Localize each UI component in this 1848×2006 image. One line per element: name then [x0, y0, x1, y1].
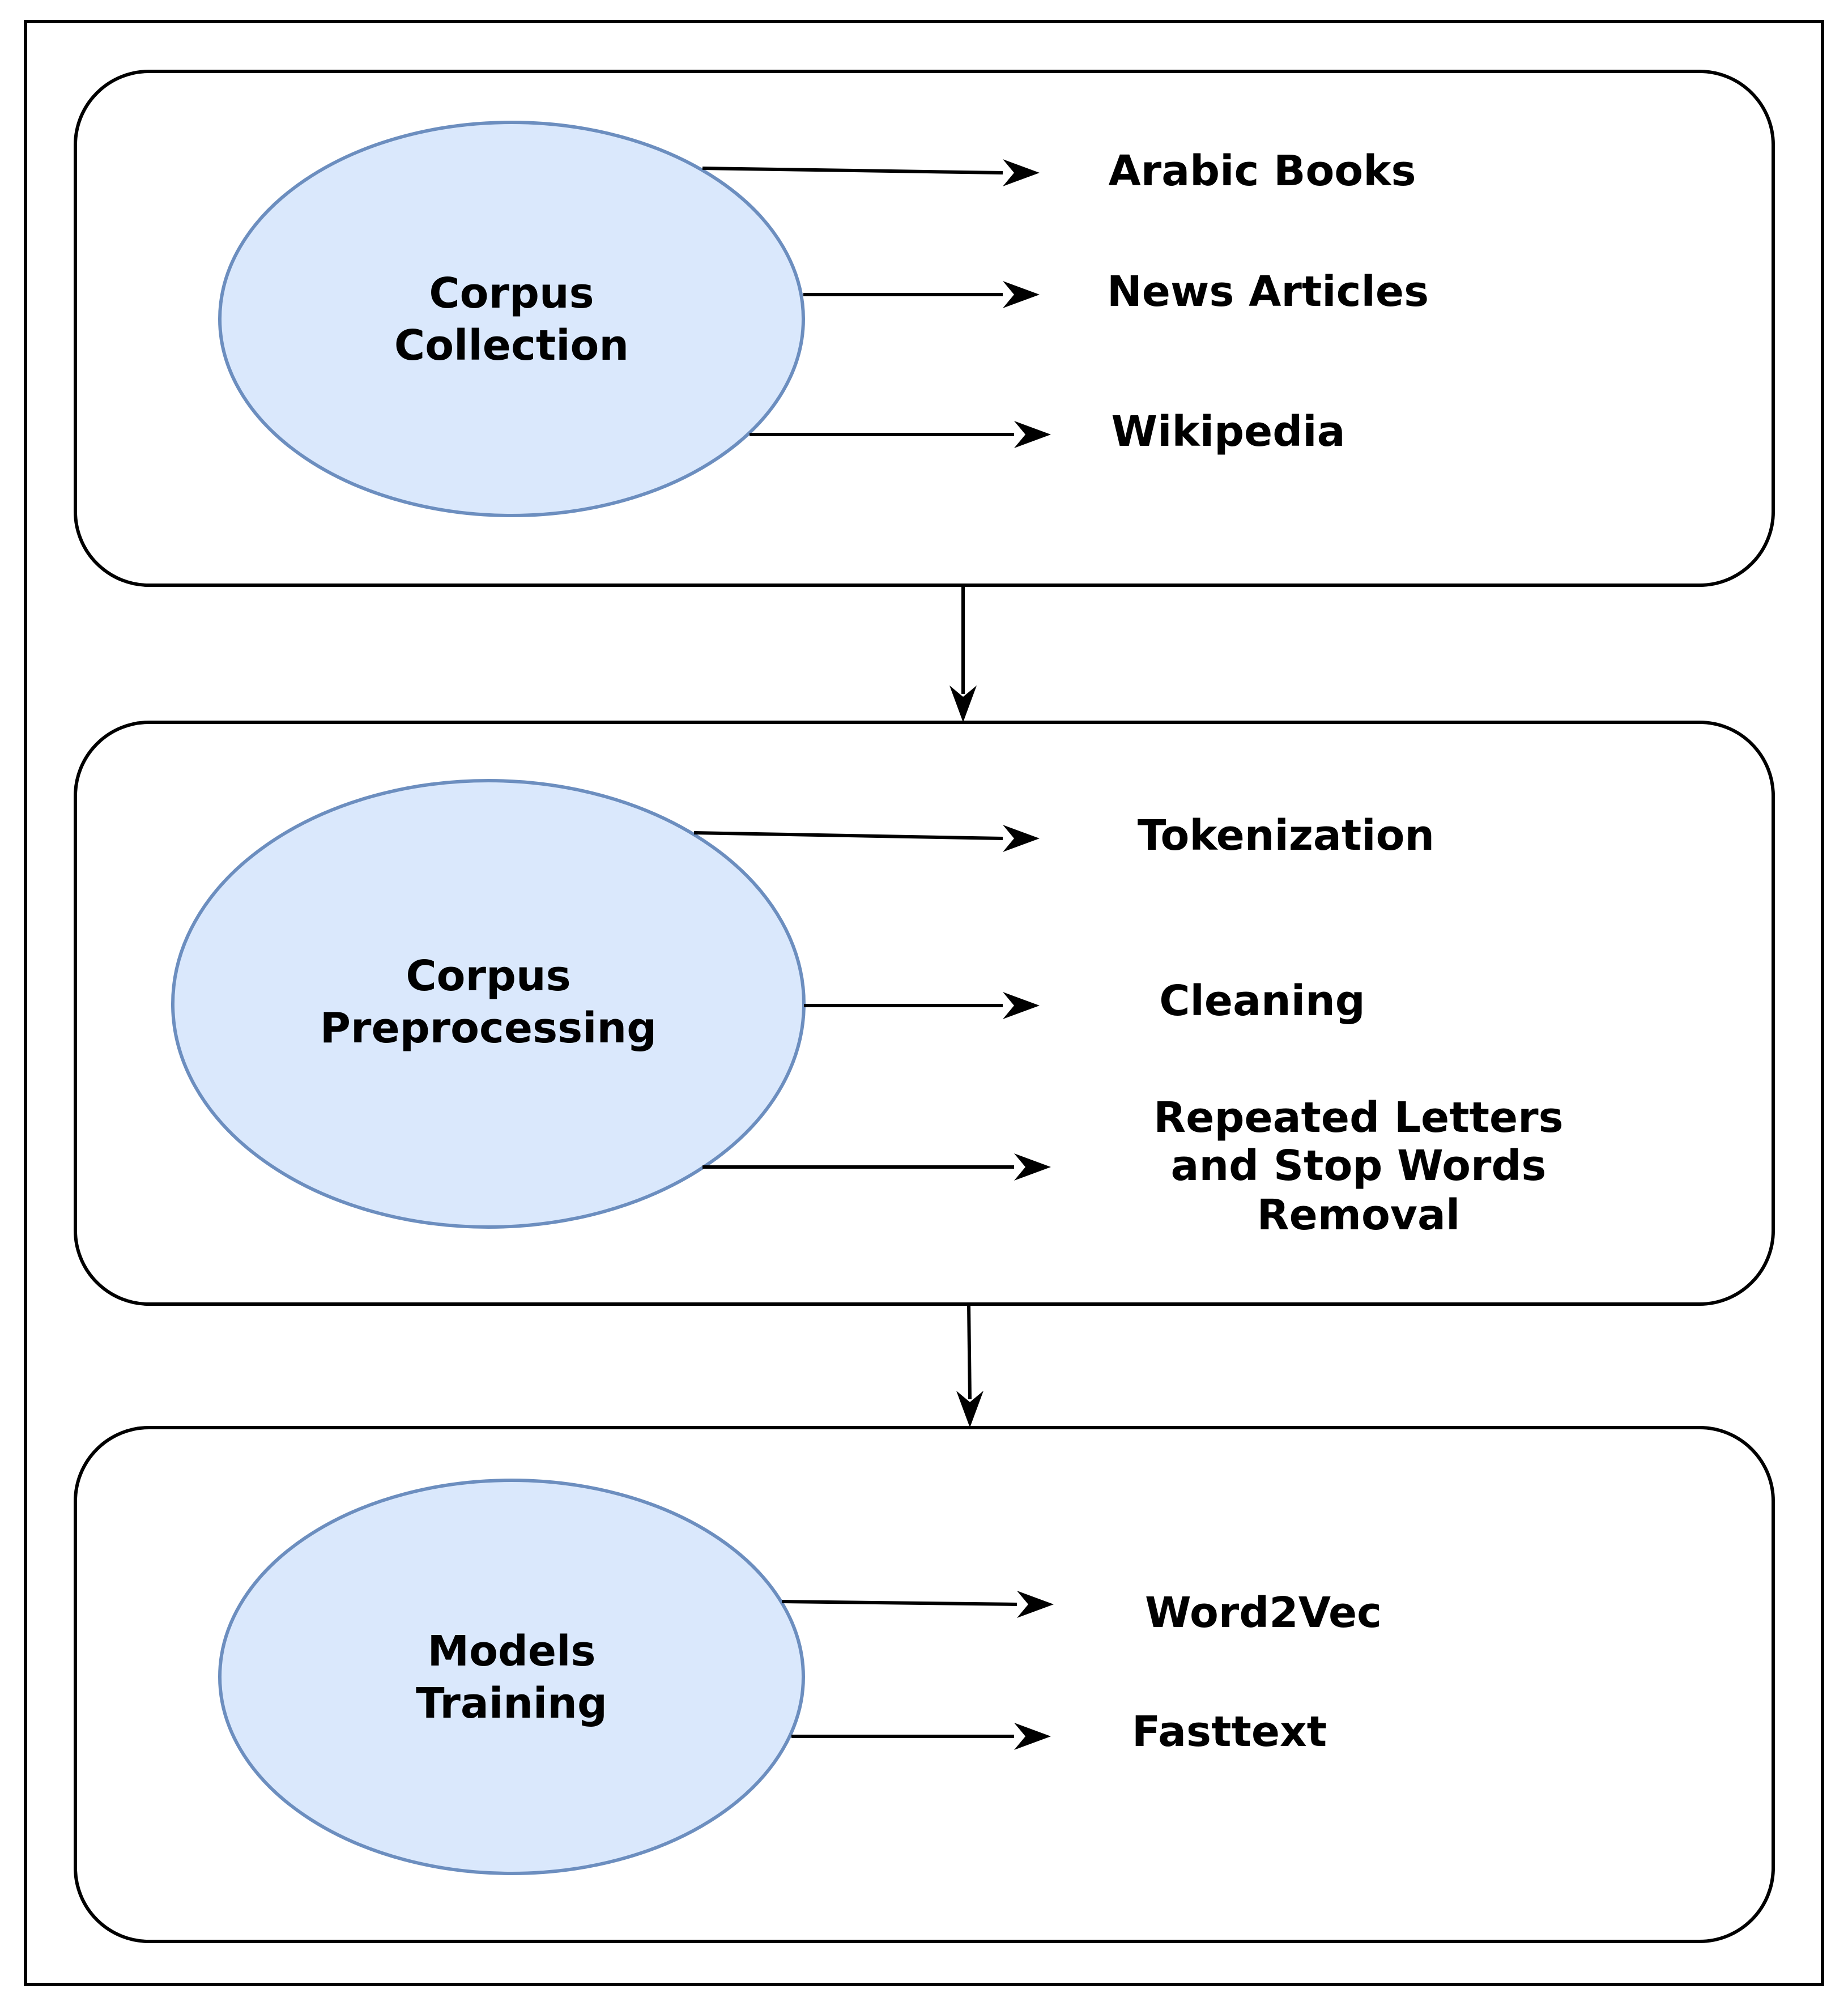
item-label-news-articles: News Articles [1107, 267, 1429, 316]
stage-corpus-preprocessing: Corpus Preprocessing Tokenization Cleani… [74, 721, 1775, 1306]
node-label-line: Collection [394, 321, 629, 370]
item-label-cleaning: Cleaning [1159, 977, 1365, 1025]
corpus-collection-node [218, 121, 805, 517]
edge-arrow [693, 831, 1003, 840]
arrowhead-icon [1014, 421, 1051, 448]
models-training-node [218, 1479, 805, 1875]
arrowhead-icon [1003, 281, 1040, 308]
arrowhead-icon [1014, 1153, 1051, 1181]
item-label-line: and Stop Words [1171, 1142, 1547, 1190]
arrowhead-icon [1003, 825, 1040, 852]
node-label-line: Training [416, 1679, 607, 1728]
item-label-line: Repeated Letters [1153, 1093, 1563, 1142]
arrowhead-icon [949, 685, 977, 722]
item-label-word2vec: Word2Vec [1145, 1588, 1382, 1637]
arrowhead-icon [1003, 992, 1040, 1019]
item-label-line: Removal [1257, 1191, 1460, 1240]
arrowhead-icon [956, 1391, 983, 1428]
node-label-line: Corpus [406, 952, 570, 1000]
edge-arrow [781, 1600, 1017, 1606]
node-label-line: Models [427, 1627, 595, 1676]
stage-connector [967, 1304, 972, 1400]
stage-corpus-collection: Corpus Collection Arabic Books News Arti… [74, 70, 1775, 587]
item-label-fasttext: Fasttext [1132, 1707, 1327, 1756]
node-label-line: Preprocessing [320, 1004, 657, 1053]
item-label-tokenization: Tokenization [1138, 811, 1434, 860]
arrowhead-icon [1017, 1591, 1054, 1618]
arrowhead-icon [1003, 159, 1040, 186]
node-label-line: Corpus [429, 269, 594, 318]
stage-models-training: Models Training Word2Vec Fasttext [74, 1426, 1775, 1943]
arrowhead-icon [1014, 1723, 1051, 1750]
edge-arrow [702, 167, 1003, 174]
item-label-wikipedia: Wikipedia [1112, 407, 1345, 456]
item-label-arabic-books: Arabic Books [1108, 147, 1416, 195]
